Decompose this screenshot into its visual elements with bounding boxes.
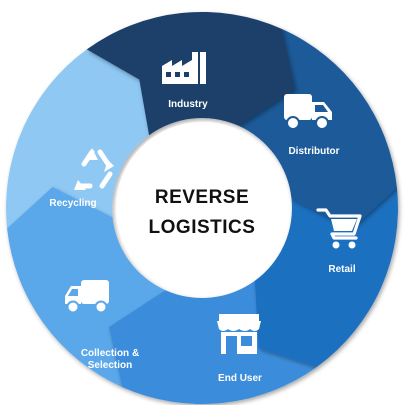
stage-label-5-line-2: Selection (88, 360, 132, 371)
stage-label-6-line-1: Recycling (49, 198, 96, 209)
stage-label-2-line-1: Distributor (288, 146, 339, 157)
stage-label-4-line-1: End User (218, 373, 262, 384)
stage-label-3-line-1: Retail (328, 264, 355, 275)
cycle-segment-6 (6, 49, 150, 229)
stage-label-1-line-1: Industry (168, 99, 208, 110)
cycle-segment-4 (109, 280, 318, 405)
recycle-icon (74, 148, 114, 190)
storefront-icon (217, 314, 261, 354)
delivery-truck-icon (284, 94, 332, 130)
delivery-truck-icon (65, 280, 109, 314)
center-title-line-1: REVERSE (155, 187, 249, 208)
center-circle (116, 122, 288, 294)
factory-icon (162, 52, 206, 84)
center-title-line-2: LOGISTICS (149, 217, 256, 238)
shopping-cart-icon (316, 208, 362, 249)
cycle-segment-3 (254, 187, 398, 367)
cycle-segment-2 (238, 28, 397, 230)
stage-label-5-line-1: Collection & (81, 348, 139, 359)
